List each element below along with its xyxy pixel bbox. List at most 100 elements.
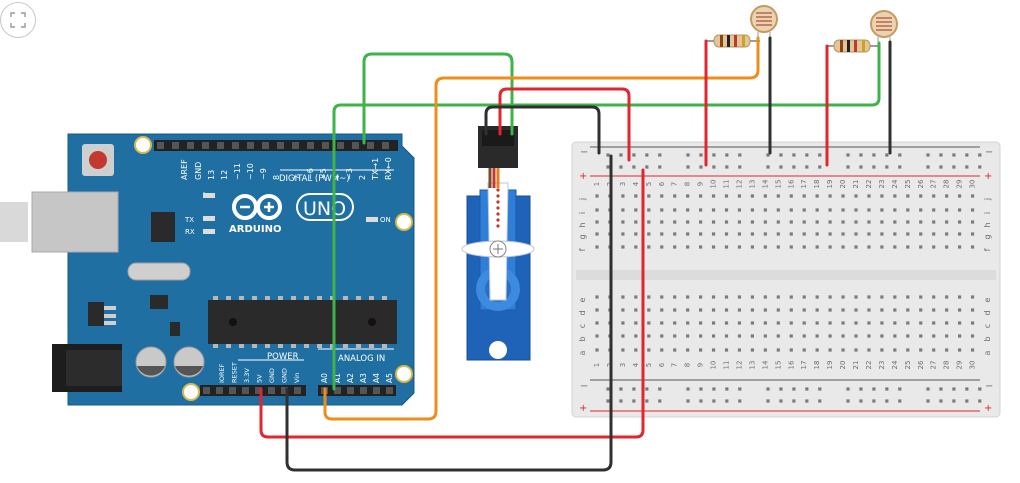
breadboard-hole	[818, 153, 822, 157]
rail-minus-bottom-right: −	[985, 381, 993, 392]
breadboard-hole	[673, 321, 677, 325]
breadboard-hole	[872, 153, 876, 157]
photoresistor[interactable]	[750, 5, 778, 38]
breadboard-hole	[634, 348, 638, 352]
breadboard-hole	[606, 165, 610, 169]
breadboard-hole	[906, 232, 910, 236]
breadboard-hole	[673, 295, 677, 299]
breadboard-hole	[898, 399, 902, 403]
row-letter: i	[578, 212, 587, 214]
analog-title: ANALOG IN	[338, 354, 385, 364]
header-hole	[292, 142, 299, 149]
breadboard-hole	[932, 232, 936, 236]
wire-black-gnd[interactable]	[285, 154, 613, 472]
breadboard-hole	[867, 348, 871, 352]
breadboard-hole	[712, 165, 716, 169]
breadboard-hole	[621, 194, 625, 198]
breadboard-hole	[880, 194, 884, 198]
column-number: 23	[878, 361, 886, 370]
resistor[interactable]	[706, 34, 760, 48]
digital-pin-label: GND	[194, 162, 203, 180]
breadboard-hole	[906, 348, 910, 352]
breadboard-hole	[828, 308, 832, 312]
column-number: 4	[632, 181, 640, 186]
breadboard-hole	[750, 232, 754, 236]
breadboard-hole	[699, 399, 703, 403]
column-number: 22	[865, 180, 873, 189]
breadboard-hole	[841, 321, 845, 325]
photoresistor[interactable]	[870, 10, 898, 42]
column-number: 3	[619, 363, 627, 367]
breadboard[interactable]: 1122334455667788991010111112121313141415…	[571, 141, 1001, 418]
breadboard-hole	[802, 295, 806, 299]
breadboard-hole	[932, 245, 936, 249]
row-letter: f	[578, 248, 587, 251]
row-letter: c	[983, 324, 992, 328]
breadboard-hole	[606, 153, 610, 157]
wire-red-5v[interactable]	[259, 168, 645, 439]
breadboard-hole	[776, 321, 780, 325]
chip-leg	[382, 344, 387, 348]
column-number: 5	[645, 182, 653, 186]
digital-header[interactable]	[154, 140, 398, 151]
breadboard-hole	[906, 208, 910, 212]
breadboard-hole	[792, 387, 796, 391]
analog-header[interactable]	[318, 385, 396, 396]
breadboard-hole	[859, 399, 863, 403]
power-pin-label: GND	[281, 368, 289, 383]
chip-leg	[317, 296, 322, 300]
breadboard-hole	[776, 308, 780, 312]
breadboard-hole	[945, 321, 949, 325]
breadboard-hole	[724, 308, 729, 312]
breadboard-hole	[885, 153, 889, 157]
breadboard-hole	[660, 321, 664, 325]
breadboard-hole	[898, 165, 902, 169]
breadboard-hole	[606, 387, 610, 391]
column-number: 28	[943, 180, 951, 189]
breadboard-hole	[711, 245, 716, 249]
breadboard-hole	[965, 387, 969, 391]
row-letter: b	[983, 336, 992, 341]
led-tx-label: TX	[184, 216, 194, 224]
header-hole	[157, 142, 164, 149]
breadboard-hole	[711, 321, 716, 325]
servo-dot	[496, 200, 500, 204]
servo-motor[interactable]	[461, 126, 535, 361]
breadboard-hole	[776, 232, 780, 236]
header-hole	[277, 142, 284, 149]
wire-green-a1[interactable]	[332, 41, 881, 391]
wire-orange-a0[interactable]	[323, 36, 760, 421]
breadboard-hole	[737, 321, 742, 325]
power-header[interactable]	[200, 385, 306, 396]
breadboard-hole	[737, 245, 742, 249]
breadboard-hole	[828, 194, 832, 198]
wire-green-pin2[interactable]	[362, 52, 514, 145]
breadboard-hole	[958, 232, 962, 236]
breadboard-hole	[802, 194, 806, 198]
breadboard-hole	[792, 153, 796, 157]
breadboard-hole	[595, 220, 599, 224]
breadboard-hole	[595, 295, 599, 299]
breadboard-hole	[621, 232, 625, 236]
wire-black-servo[interactable]	[484, 105, 601, 155]
analog-pin-label: A2	[346, 373, 355, 383]
breadboard-hole	[893, 321, 897, 325]
breadboard-hole	[867, 220, 871, 224]
led-l	[203, 193, 215, 198]
rail-plus-bottom-left: +	[579, 403, 587, 414]
row-letter: b	[578, 336, 587, 341]
breadboard-hole	[958, 321, 962, 325]
breadboard-hole	[846, 153, 850, 157]
breadboard-hole	[939, 399, 943, 403]
breadboard-hole	[686, 232, 690, 236]
breadboard-hole	[958, 295, 962, 299]
fit-view-button[interactable]	[0, 2, 36, 38]
arduino-logo-icon	[232, 194, 282, 220]
breadboard-hole	[802, 232, 806, 236]
breadboard-hole	[779, 399, 783, 403]
breadboard-hole	[776, 220, 780, 224]
wire-red-servo[interactable]	[498, 87, 631, 162]
resistor[interactable]	[827, 39, 880, 53]
